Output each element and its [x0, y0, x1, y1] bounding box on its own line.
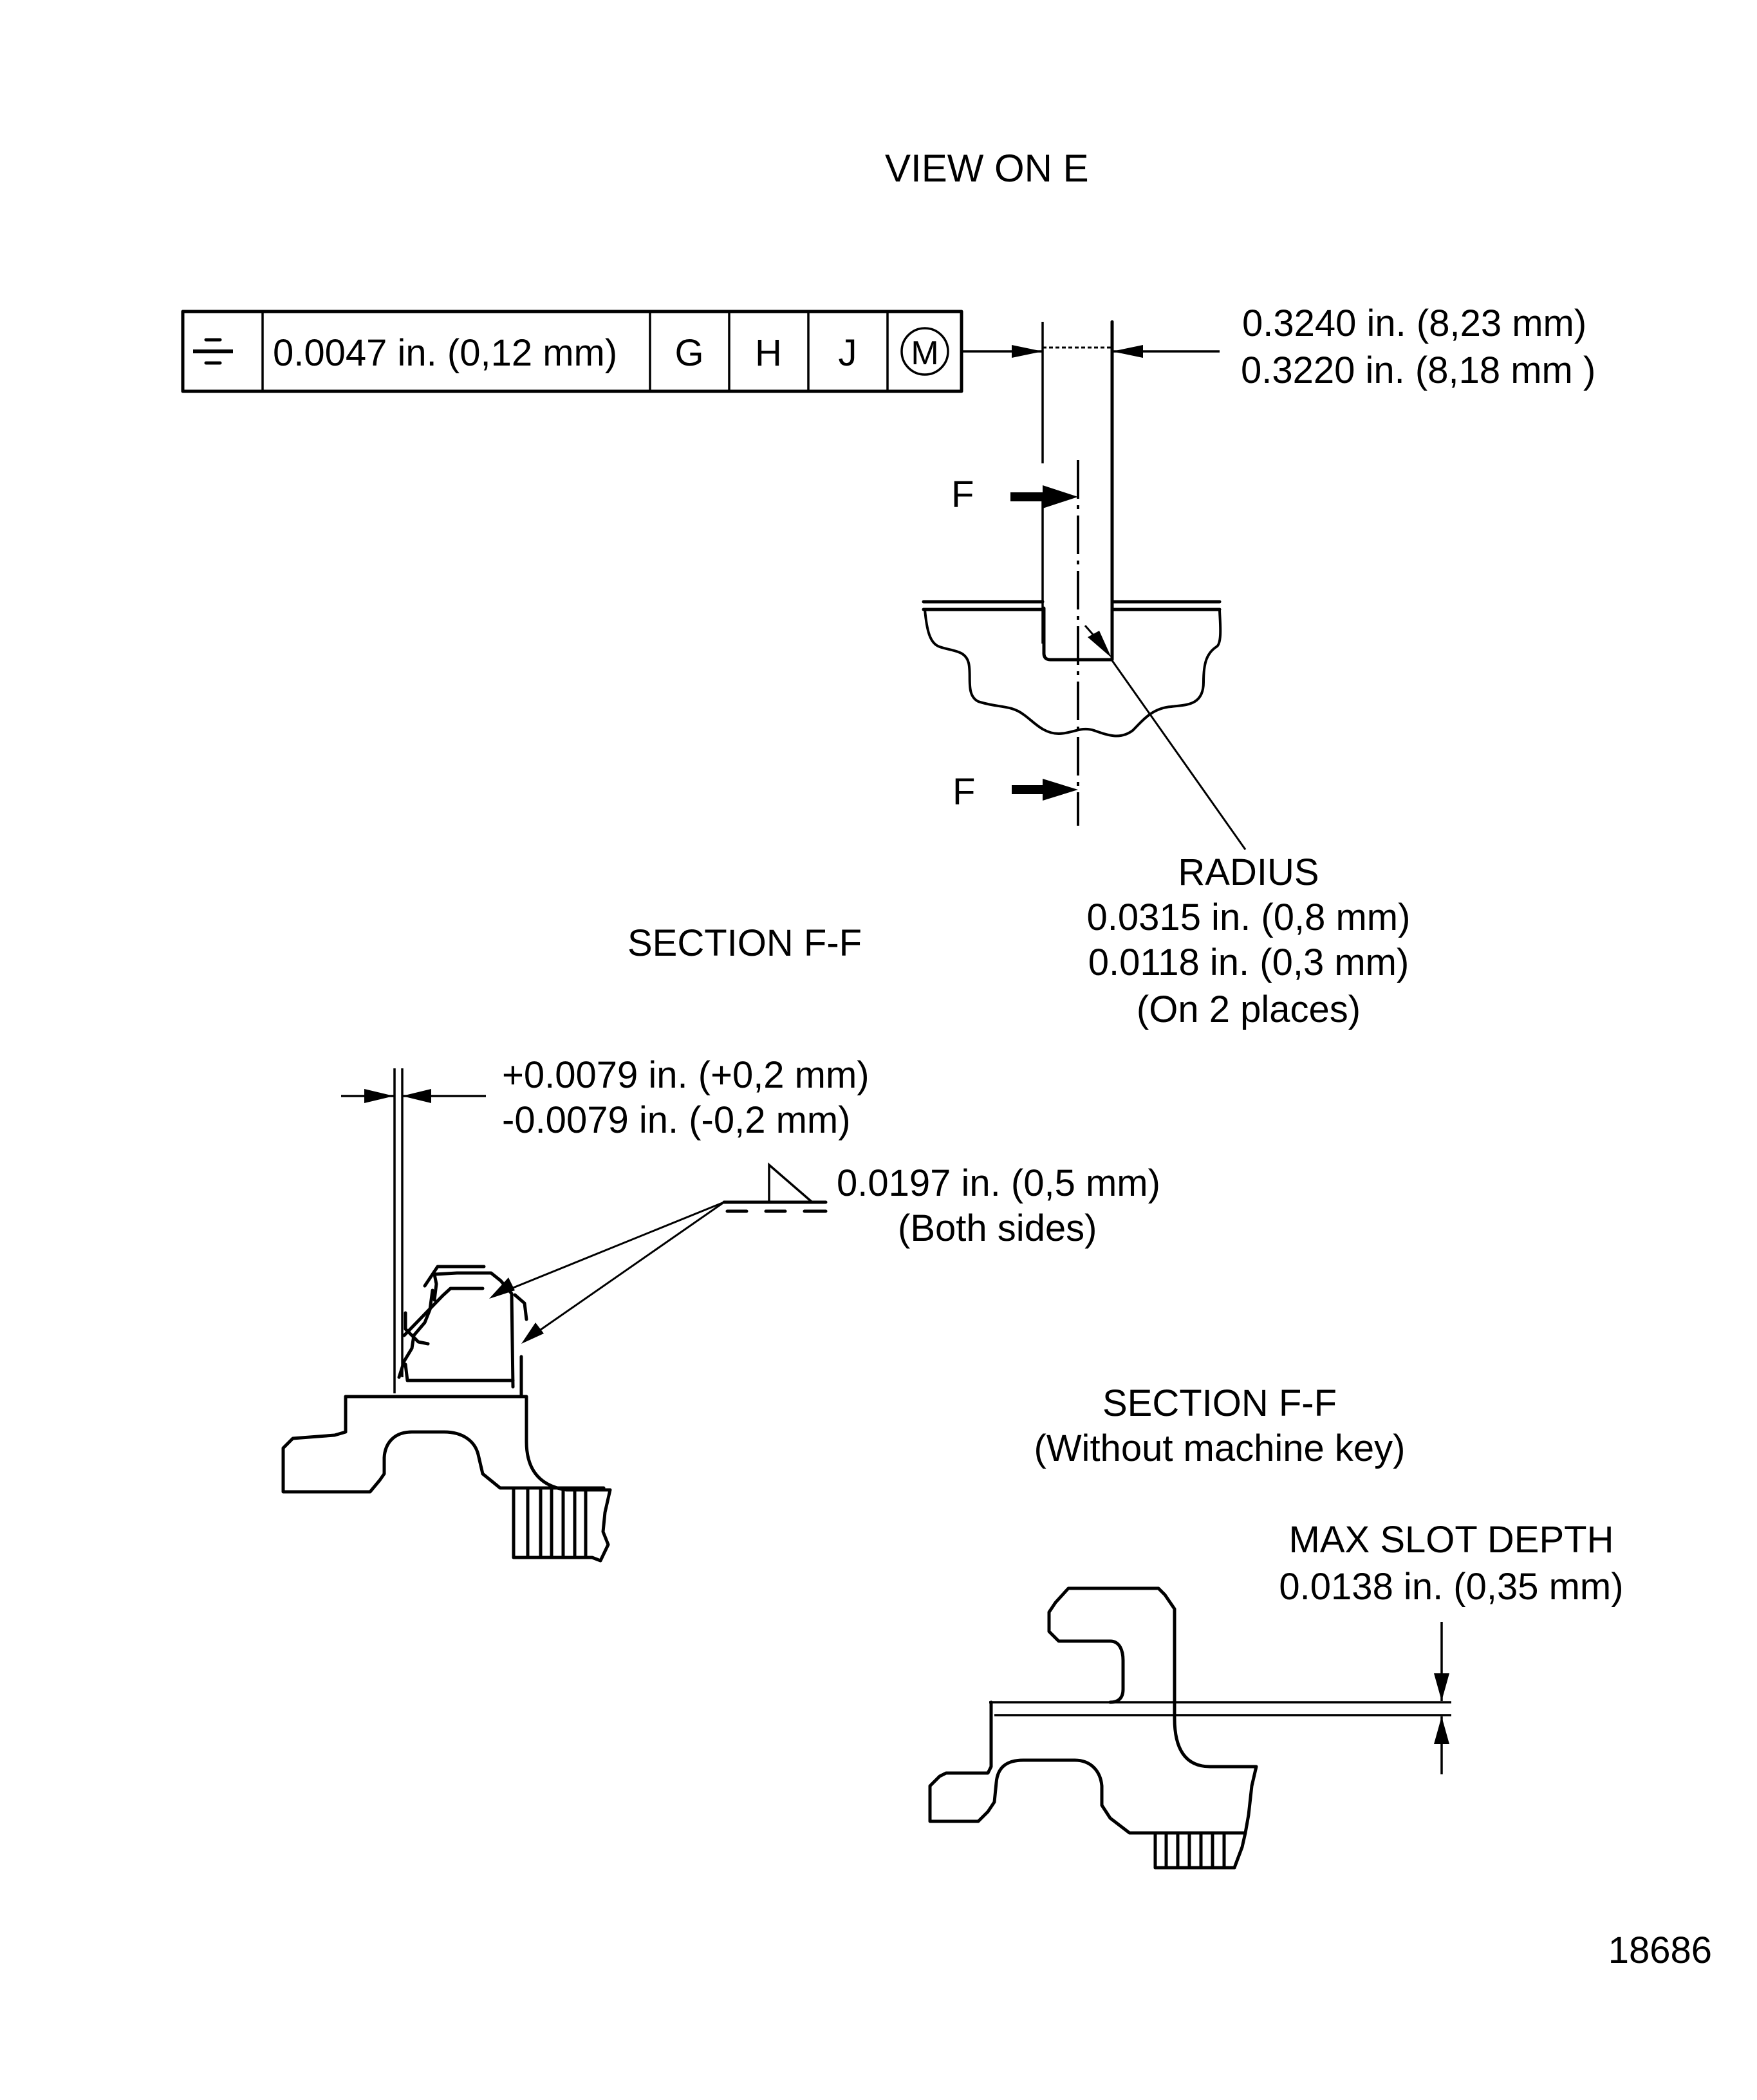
datum-h: H	[755, 332, 782, 374]
weld-note: (Both sides)	[898, 1207, 1097, 1249]
radius-callout: RADIUS 0.0315 in. (0,8 mm) 0.0118 in. (0…	[1087, 851, 1411, 1030]
slot-view	[922, 320, 1222, 826]
section1-title: SECTION F-F	[628, 922, 862, 964]
offset-minus: -0.0079 in. (-0,2 mm)	[502, 1099, 851, 1141]
section-mark-top: F	[951, 474, 974, 516]
spline-hatch	[1153, 1831, 1247, 1870]
section-arrow-top: F	[951, 474, 1078, 516]
radius-label: RADIUS	[1178, 851, 1319, 893]
tolerance-value: 0.0047 in. (0,12 mm)	[273, 332, 617, 374]
mmc-modifier-letter: M	[911, 335, 938, 372]
symmetry-icon	[193, 338, 233, 365]
offset-plus: +0.0079 in. (+0,2 mm)	[502, 1054, 869, 1096]
figure-number: 18686	[1608, 1929, 1712, 1971]
slot-width-min: 0.3220 in. (8,18 mm )	[1241, 349, 1595, 391]
feature-control-frame: 0.0047 in. (0,12 mm) G H J M	[181, 310, 1004, 393]
slot-width-dimension: 0.3240 in. (8,23 mm) 0.3220 in. (8,18 mm…	[1004, 302, 1595, 391]
section1-part	[281, 1265, 612, 1563]
weld-symbol: 0.0197 in. (0,5 mm) (Both sides)	[489, 1162, 1160, 1344]
section2-part	[928, 1586, 1451, 1870]
mmc-modifier-icon	[900, 327, 949, 376]
section2-title: SECTION F-F	[1102, 1382, 1337, 1424]
datum-g: G	[674, 332, 703, 374]
section-arrow-bottom: F	[953, 771, 1078, 813]
section2-subtitle: (Without machine key)	[1034, 1427, 1406, 1469]
spline-hatch	[512, 1486, 606, 1559]
datum-j: J	[839, 332, 857, 374]
radius-max: 0.0315 in. (0,8 mm)	[1087, 897, 1411, 938]
radius-min: 0.0118 in. (0,3 mm)	[1088, 942, 1409, 983]
depth-label: MAX SLOT DEPTH	[1289, 1519, 1614, 1561]
section1-offset-dimension: +0.0079 in. (+0,2 mm) -0.0079 in. (-0,2 …	[341, 1054, 869, 1393]
weld-size: 0.0197 in. (0,5 mm)	[837, 1162, 1160, 1204]
slot-depth-callout: MAX SLOT DEPTH 0.0138 in. (0,35 mm)	[1279, 1519, 1624, 1774]
slot-width-max: 0.3240 in. (8,23 mm)	[1242, 302, 1586, 344]
radius-leader	[1084, 625, 1247, 850]
section-mark-bottom: F	[953, 771, 975, 813]
view-title: VIEW ON E	[885, 147, 1089, 190]
radius-note: (On 2 places)	[1137, 989, 1361, 1030]
depth-value: 0.0138 in. (0,35 mm)	[1279, 1566, 1623, 1608]
